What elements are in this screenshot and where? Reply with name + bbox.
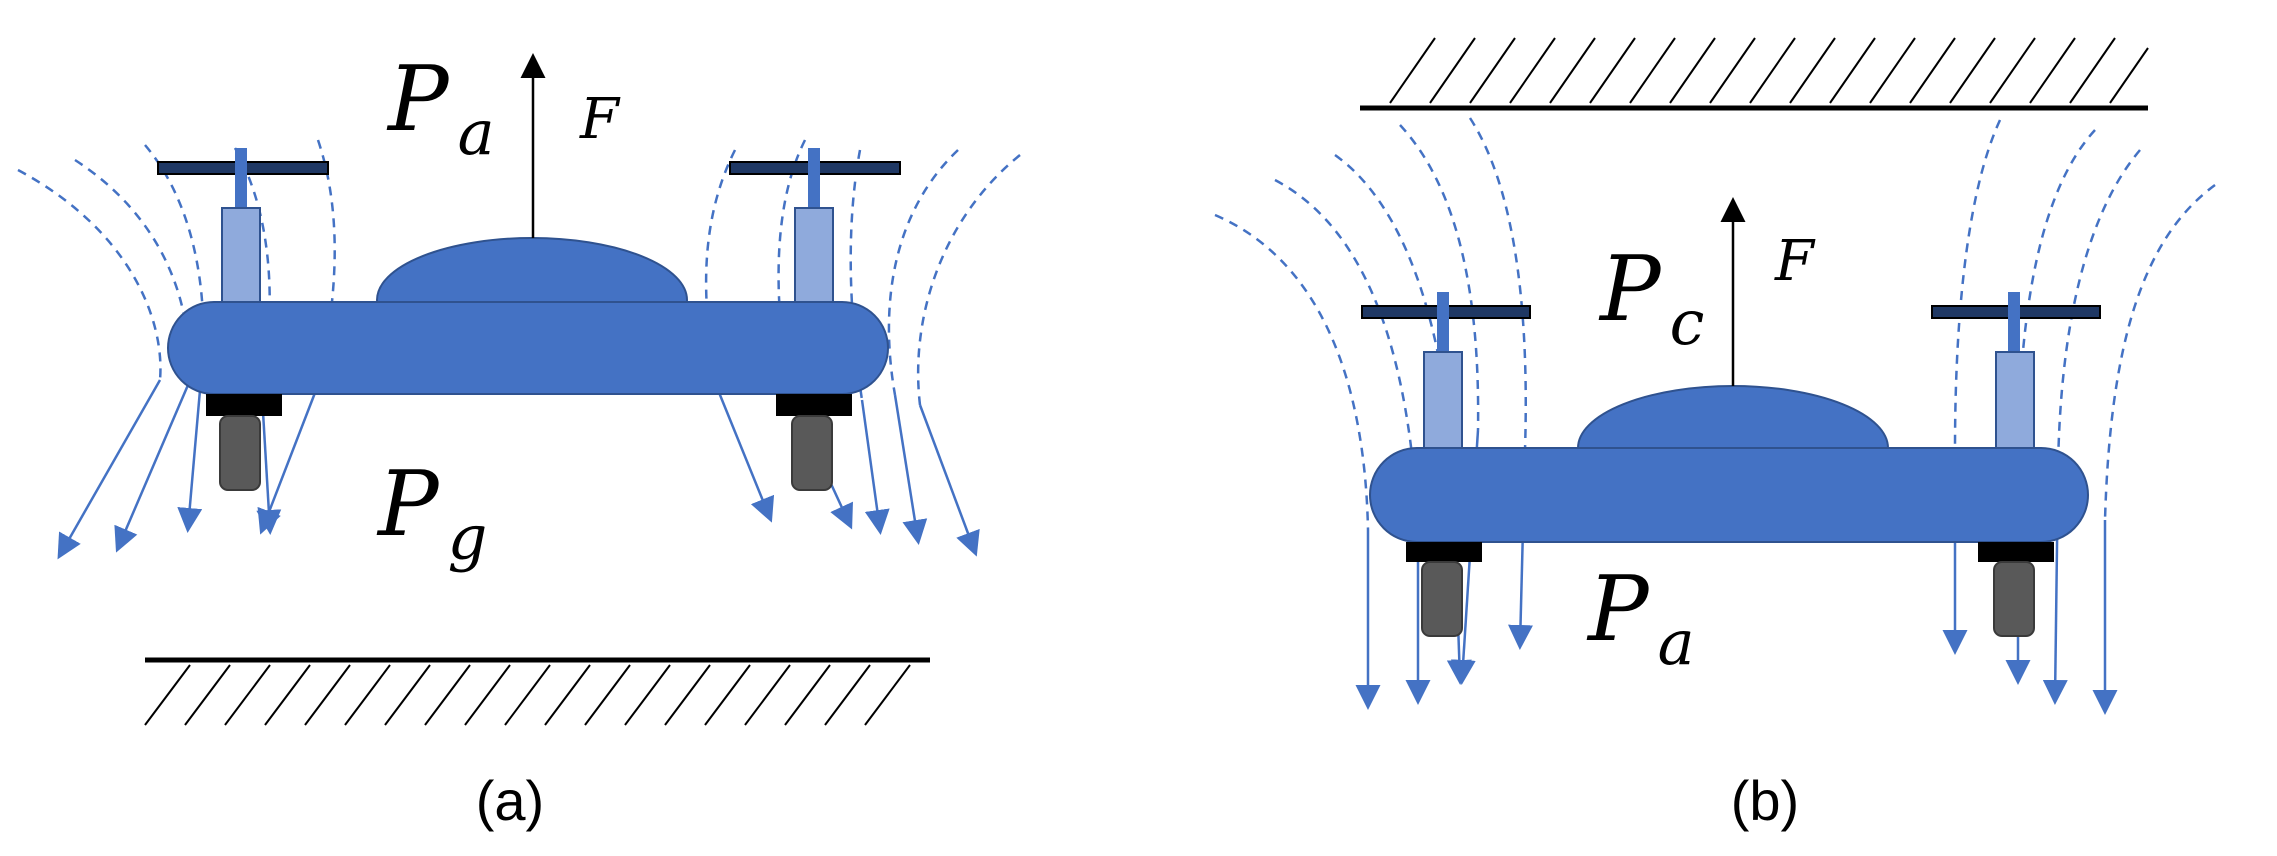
pressure-bottom-a-sub: g — [448, 501, 488, 574]
force-label-b: F — [1774, 229, 1816, 294]
pressure-top-b-sub: c — [1670, 286, 1705, 359]
pressure-bottom-a: P g — [376, 452, 487, 574]
ceiling-surface — [1360, 37, 2149, 111]
caption-a: (a) — [476, 769, 544, 832]
force-label-a: F — [579, 87, 621, 152]
propeller-left — [157, 148, 329, 491]
drone-a — [157, 148, 901, 491]
panel-a: F P a P g (a) — [17, 47, 1021, 832]
pressure-bottom-b-main: P — [1586, 557, 1650, 662]
drone-b — [1361, 292, 2101, 637]
pressure-top-b-main: P — [1598, 237, 1662, 342]
propeller-left-b — [1361, 292, 1531, 637]
pressure-top-b: P c — [1598, 237, 1704, 359]
pressure-bottom-b-sub: a — [1658, 606, 1695, 679]
pressure-top-a-sub: a — [458, 96, 495, 169]
panel-b: F P c P a (b) — [1214, 37, 2216, 832]
propeller-right — [729, 148, 901, 491]
drone-frame-b — [1369, 447, 2089, 543]
pressure-top-a: P a — [386, 47, 495, 169]
pressure-top-a-main: P — [386, 47, 450, 152]
pressure-bottom-b: P a — [1586, 557, 1695, 679]
pressure-bottom-a-main: P — [376, 452, 440, 557]
drone-frame — [167, 301, 889, 395]
ground-surface — [144, 657, 930, 726]
caption-b: (b) — [1731, 769, 1799, 832]
airflow-lines-left-b — [1214, 117, 1534, 710]
propeller-right-b — [1931, 292, 2101, 637]
